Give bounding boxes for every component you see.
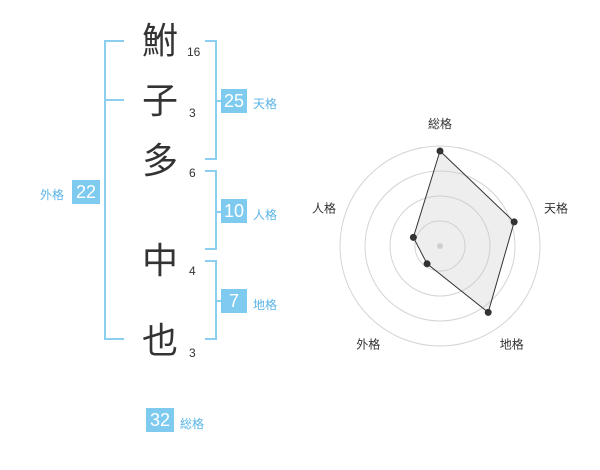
tenkaku-label: 天格 xyxy=(253,97,278,111)
jinkaku-bracket-top xyxy=(205,170,217,172)
gaikaku-bracket-bottom xyxy=(104,338,124,340)
tenkaku-bracket-bottom xyxy=(205,158,217,160)
radar-point-1 xyxy=(436,147,444,155)
jinkaku-value: 10 xyxy=(221,199,247,223)
gaikaku-bracket-top xyxy=(104,40,124,42)
radar-polygon xyxy=(412,150,515,314)
radar-point-2 xyxy=(510,218,518,226)
radar-ring xyxy=(414,220,466,272)
gaikaku-label: 外格 xyxy=(40,188,65,202)
radar-ring xyxy=(364,170,516,322)
name-char-5: 也 xyxy=(142,321,179,362)
gaikaku-bracket-vertical xyxy=(104,40,106,340)
radar-point-4 xyxy=(423,260,431,268)
jinkaku-label: 人格 xyxy=(253,208,278,222)
radar-point-5 xyxy=(409,233,417,241)
tenkaku-bracket-tick xyxy=(215,100,221,102)
radar-axis-label-3: 地格 xyxy=(500,337,524,352)
name-char-4: 中 xyxy=(142,241,179,282)
chikaku-label: 地格 xyxy=(253,298,278,312)
stroke-count-1: 16 xyxy=(187,45,201,59)
name-char-3: 多 xyxy=(142,141,179,182)
radar-ring xyxy=(339,145,541,347)
name-char-1: 鮒 xyxy=(142,21,179,62)
jinkaku-bracket-vertical xyxy=(215,170,217,250)
radar-axis-label-1: 総格 xyxy=(428,116,452,131)
name-char-2: 子 xyxy=(142,81,179,122)
soukaku-label: 総格 xyxy=(180,417,205,431)
chikaku-bracket-tick xyxy=(215,300,221,302)
chikaku-bracket-bottom xyxy=(205,338,217,340)
tenkaku-value: 25 xyxy=(221,89,247,113)
stroke-count-4: 4 xyxy=(189,264,196,278)
chikaku-value: 7 xyxy=(221,289,247,313)
gaikaku-bracket-mid xyxy=(104,99,124,101)
tenkaku-bracket-top xyxy=(205,40,217,42)
gaikaku-value: 22 xyxy=(72,180,100,204)
chikaku-bracket-top xyxy=(205,260,217,262)
radar-axis-label-2: 天格 xyxy=(544,200,568,215)
jinkaku-bracket-bottom xyxy=(205,248,217,250)
radar-center xyxy=(437,243,443,249)
radar-axis-label-5: 人格 xyxy=(312,200,336,215)
stroke-count-3: 6 xyxy=(189,166,196,180)
radar-ring xyxy=(389,195,491,297)
radar-point-3 xyxy=(484,308,492,316)
jinkaku-bracket-tick xyxy=(215,211,221,213)
soukaku-value: 32 xyxy=(146,408,174,432)
radar-axis-label-4: 外格 xyxy=(356,337,380,352)
stroke-count-5: 3 xyxy=(189,346,196,360)
stroke-count-2: 3 xyxy=(189,106,196,120)
